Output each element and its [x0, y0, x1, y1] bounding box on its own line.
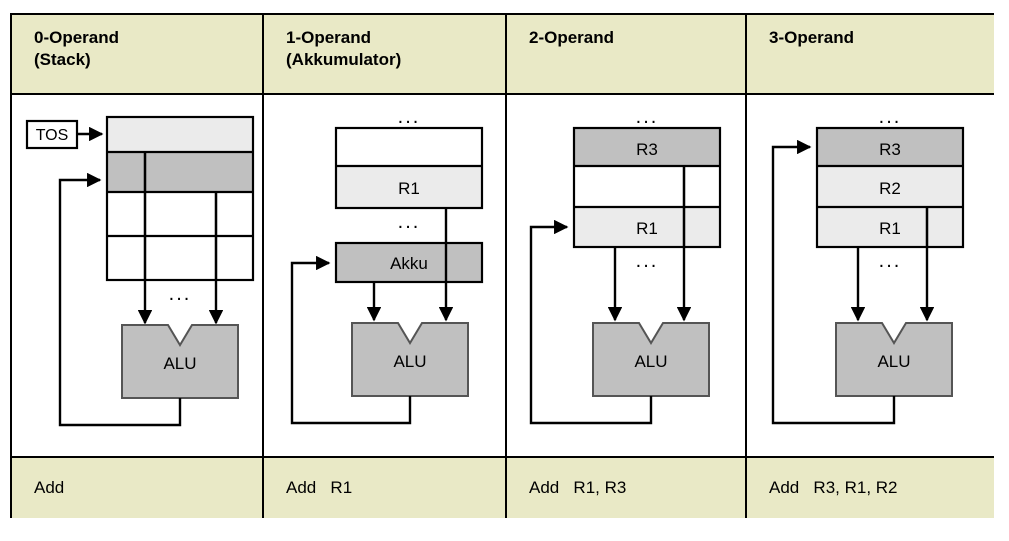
- reg-row-empty: [574, 166, 720, 207]
- reg-row-r1-label: R1: [636, 219, 658, 238]
- reg-row-r3-label: R3: [636, 140, 658, 159]
- header-cell-3-operand: 3-Operand: [747, 15, 994, 95]
- top-ellipsis: ...: [398, 106, 421, 128]
- tos-label-box: [25, 119, 79, 150]
- diagram-2-operand: ... R3 R1: [507, 95, 747, 458]
- alu-shape: [121, 324, 239, 399]
- instruction-cell-3-operand: Add R3, R1, R2: [747, 458, 994, 518]
- alu-label: ALU: [877, 352, 910, 371]
- stack-row-3: [107, 192, 253, 236]
- bottom-ellipsis: ...: [636, 250, 659, 272]
- diagram-3-operand: ... R3 R2 R1: [747, 95, 994, 458]
- two-operand-machine-diagram: ... R3 R1: [529, 106, 722, 425]
- alu-shape: [351, 322, 469, 397]
- reg-row-r1: [817, 207, 963, 247]
- stack-machine-diagram: TOS ... ALU: [25, 115, 255, 427]
- accumulator-label: Akku: [390, 254, 428, 273]
- alu-feedback-path: [58, 172, 182, 427]
- stack-ellipsis: ...: [169, 283, 192, 305]
- alu-feedback-path: [290, 255, 412, 425]
- alu-feedback-path: [529, 219, 653, 425]
- operand-comparison-table: 0-Operand (Stack) 1-Operand (Akkumulator…: [10, 13, 994, 518]
- alu-label: ALU: [393, 352, 426, 371]
- diagram-1-operand: ... R1 ... Akku: [264, 95, 507, 458]
- reg-row-r3: [817, 128, 963, 166]
- mem-row-r1-label: R1: [398, 179, 420, 198]
- alu-feedback-path: [771, 139, 896, 425]
- stack-row-operand: [107, 152, 253, 192]
- alu-shape: [592, 322, 710, 397]
- stack-row-tos: [107, 117, 253, 152]
- reg-row-r1: [574, 207, 720, 247]
- bottom-ellipsis: ...: [879, 250, 902, 272]
- instruction-cell-1-operand: Add R1: [264, 458, 507, 518]
- header-cell-0-operand: 0-Operand (Stack): [12, 15, 264, 95]
- diagram-0-operand: TOS ... ALU: [12, 95, 264, 458]
- mem-row-r1: [336, 166, 482, 208]
- reg-row-r1-label: R1: [879, 219, 901, 238]
- header-cell-1-operand: 1-Operand (Akkumulator): [264, 15, 507, 95]
- alu-shape: [835, 322, 953, 397]
- reg-row-r3: [574, 128, 720, 166]
- accumulator-box: [334, 241, 484, 284]
- top-ellipsis: ...: [636, 106, 659, 128]
- instruction-cell-2-operand: Add R1, R3: [507, 458, 747, 518]
- instruction-cell-0-operand: Add: [12, 458, 264, 518]
- tos-label: TOS: [36, 127, 69, 144]
- mid-ellipsis: ...: [398, 211, 421, 233]
- reg-row-r2-label: R2: [879, 179, 901, 198]
- reg-row-r3-label: R3: [879, 140, 901, 159]
- alu-label: ALU: [634, 352, 667, 371]
- accumulator-machine-diagram: ... R1 ... Akku: [290, 106, 484, 425]
- reg-row-r2: [817, 166, 963, 207]
- three-operand-machine-diagram: ... R3 R2 R1: [771, 106, 965, 425]
- mem-row-empty: [336, 128, 482, 166]
- stack-row-4: [107, 236, 253, 280]
- alu-label: ALU: [163, 354, 196, 373]
- top-ellipsis: ...: [879, 106, 902, 128]
- header-cell-2-operand: 2-Operand: [507, 15, 747, 95]
